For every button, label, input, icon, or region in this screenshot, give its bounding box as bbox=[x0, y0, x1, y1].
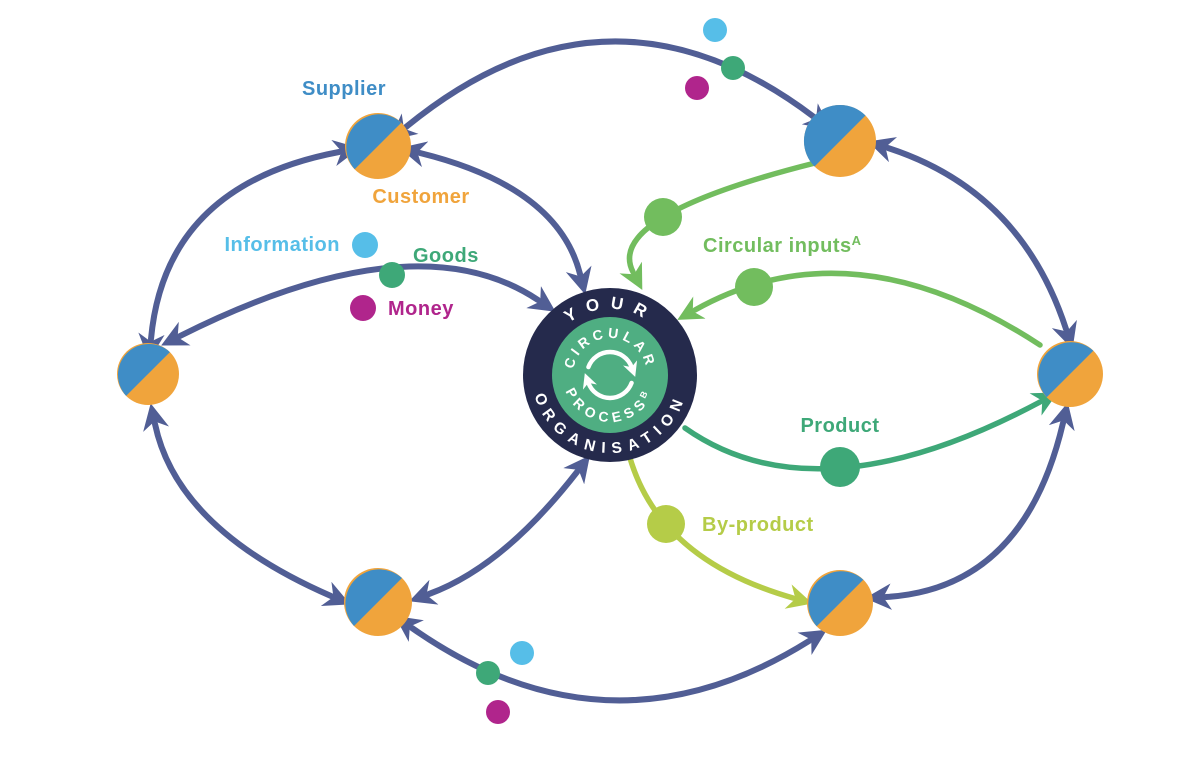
goods-dot-bottom bbox=[476, 661, 500, 685]
byproduct-arrow bbox=[627, 455, 813, 609]
arrow-left-to-supplier bbox=[138, 140, 360, 361]
arrow-bottomleft-to-centre bbox=[409, 455, 590, 605]
central-organisation: YOUR ORGANISATION CIRCULAR PROCESSB bbox=[523, 288, 697, 462]
flow-dots bbox=[476, 18, 860, 724]
byproduct-label: By-product bbox=[702, 514, 814, 536]
legend-money-label: Money bbox=[388, 298, 454, 320]
legend-information-label: Information bbox=[225, 234, 341, 256]
node-top-right bbox=[803, 104, 876, 177]
labels: Supplier Customer Circular inputsA Produ… bbox=[302, 78, 879, 536]
node-supplier-top bbox=[345, 113, 411, 179]
circular-process-core bbox=[552, 317, 668, 433]
partner-nodes bbox=[117, 104, 1103, 636]
money-dot-bottom bbox=[486, 700, 510, 724]
circular-inputs-dot-1 bbox=[644, 198, 682, 236]
node-supplier-half bbox=[117, 343, 170, 396]
arrow-supplier-to-topright bbox=[389, 38, 831, 141]
product-dot bbox=[820, 447, 860, 487]
node-supplier-half bbox=[346, 114, 402, 170]
circular-inputs-label: Circular inputsA bbox=[703, 233, 862, 257]
legend-money-dot bbox=[350, 295, 376, 321]
information-dot-bottom bbox=[510, 641, 534, 665]
circular-inputs-dot-2 bbox=[735, 268, 773, 306]
node-left bbox=[117, 343, 179, 405]
product-label: Product bbox=[800, 415, 879, 437]
arrow-supplier-to-centre bbox=[399, 141, 592, 295]
cycle-arrows-icon bbox=[582, 349, 638, 401]
legend-goods-dot bbox=[379, 262, 405, 288]
customer-label: Customer bbox=[372, 186, 469, 208]
arrow-right-to-bottomright bbox=[864, 402, 1075, 610]
arrow-left-to-bottomleft bbox=[143, 403, 351, 606]
node-supplier-half bbox=[345, 569, 402, 626]
legend: Information Goods Money bbox=[225, 232, 479, 321]
money-dot-top bbox=[685, 76, 709, 100]
legend-goods-label: Goods bbox=[413, 245, 479, 267]
arrow-bottomleft-to-bottomright bbox=[394, 615, 827, 704]
legend-information-dot bbox=[352, 232, 378, 258]
node-supplier-half bbox=[803, 104, 866, 167]
supplier-label: Supplier bbox=[302, 78, 386, 100]
information-dot-top bbox=[703, 18, 727, 42]
node-right bbox=[1037, 341, 1103, 407]
node-supplier-half bbox=[808, 571, 864, 627]
goods-dot-top bbox=[721, 56, 745, 80]
byproduct-dot bbox=[647, 505, 685, 543]
node-supplier-half bbox=[1038, 342, 1094, 398]
node-bottom-right bbox=[807, 570, 873, 636]
node-bottom-left bbox=[344, 568, 412, 636]
arrow-topright-to-right bbox=[867, 137, 1077, 350]
exchange-arrows bbox=[138, 38, 1077, 704]
